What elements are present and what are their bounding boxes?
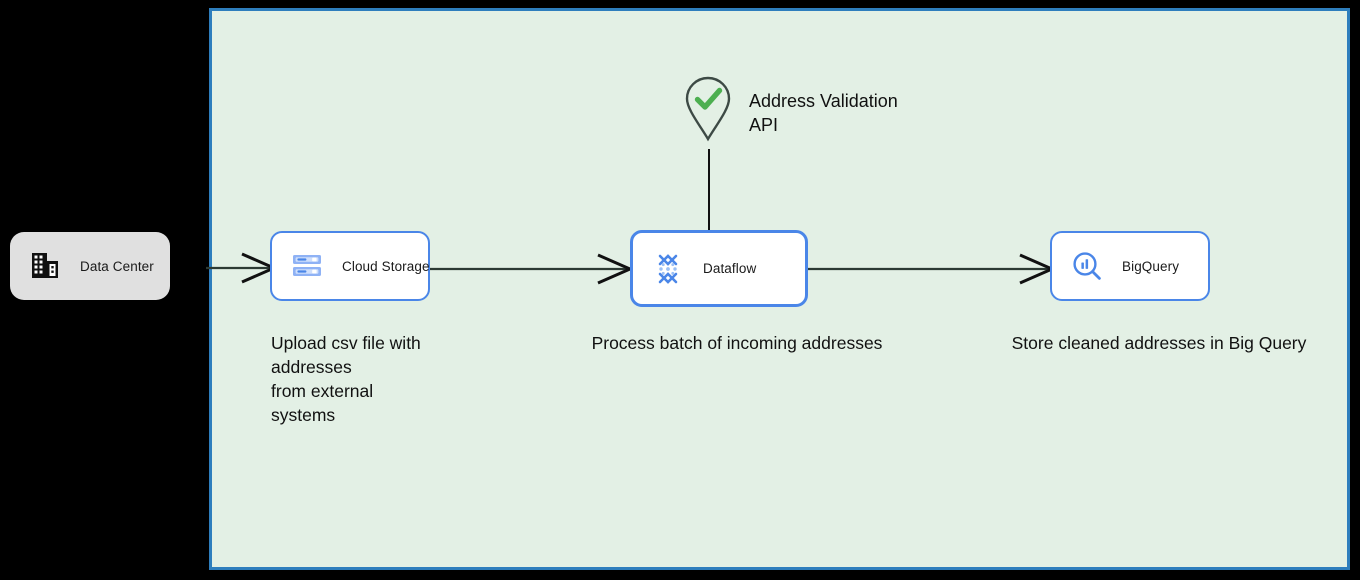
node-data-center[interactable]: Data Center	[10, 232, 170, 300]
connector-api-to-dataflow	[708, 149, 710, 231]
caption-bigquery: Store cleaned addresses in Big Query	[1011, 333, 1307, 353]
cloud-storage-icon	[290, 249, 324, 283]
node-label-bigquery: BigQuery	[1122, 258, 1180, 274]
node-cloud-storage[interactable]: Cloud Storage	[270, 231, 430, 301]
office-building-icon	[28, 249, 62, 283]
bigquery-icon	[1070, 249, 1104, 283]
node-dataflow[interactable]: Dataflow	[630, 230, 808, 307]
dataflow-icon	[651, 252, 685, 286]
external-service-address-validation-api[interactable]	[684, 76, 732, 142]
map-pin-check-icon	[685, 76, 731, 142]
external-service-label: Address Validation API	[749, 91, 898, 135]
node-label-data-center: Data Center	[80, 258, 154, 274]
connector-dataflow-to-bigquery	[808, 253, 1056, 285]
caption-cloud-storage: Upload csv file with addresses from exte…	[271, 333, 421, 425]
node-label-dataflow: Dataflow	[703, 261, 757, 276]
node-label-cloud-storage: Cloud Storage	[342, 258, 430, 274]
caption-dataflow: Process batch of incoming addresses	[591, 333, 883, 353]
connector-datacenter-to-cloudstorage	[206, 252, 278, 284]
connector-cloudstorage-to-dataflow	[430, 253, 634, 285]
node-bigquery[interactable]: BigQuery	[1050, 231, 1210, 301]
